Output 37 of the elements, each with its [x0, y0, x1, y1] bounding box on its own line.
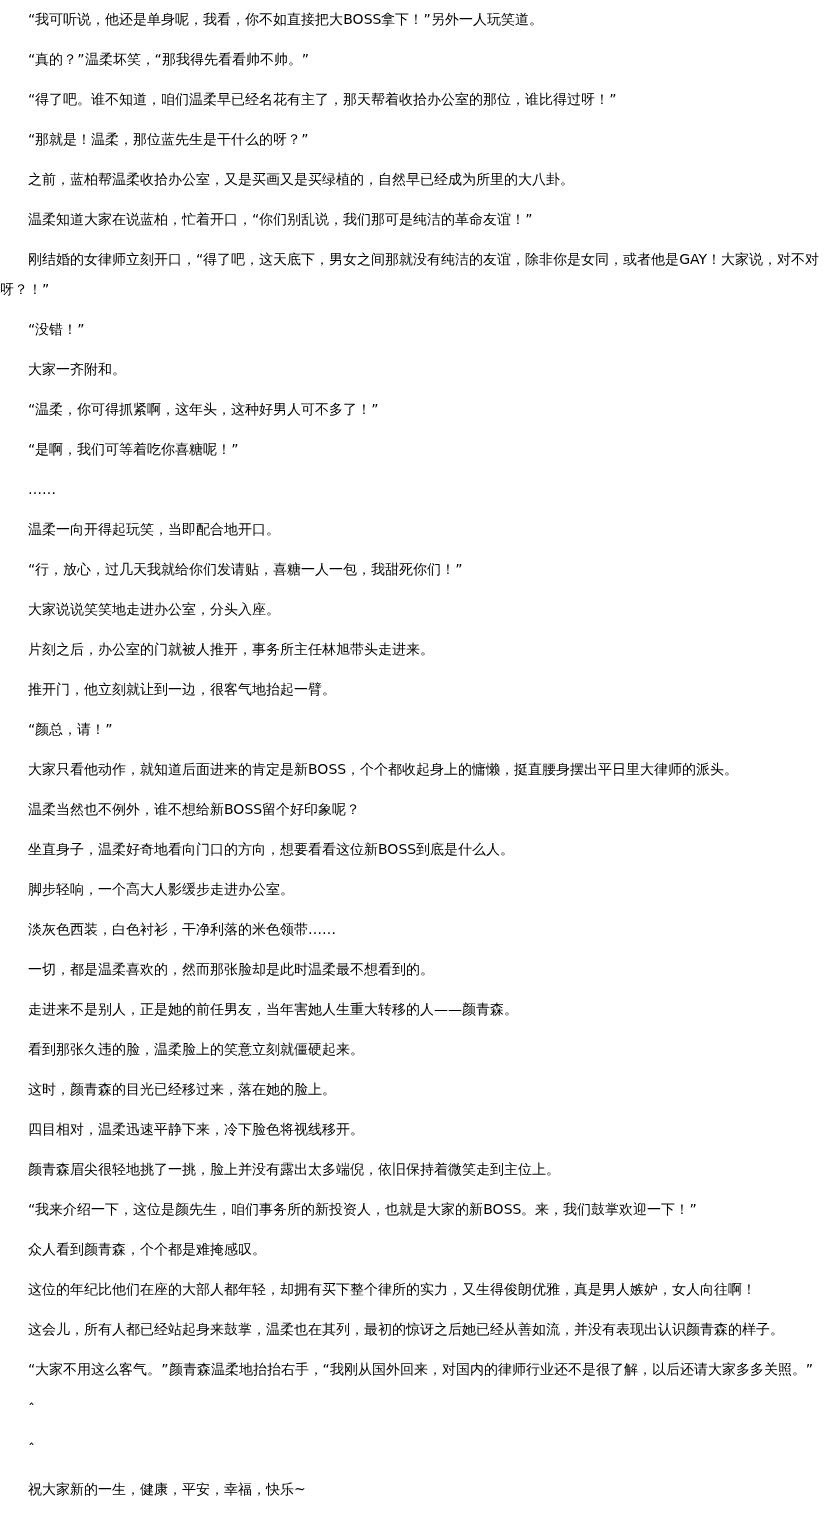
paragraph: 温柔一向开得起玩笑，当即配合地开口。	[27, 520, 281, 539]
paragraph: 脚步轻响，一个高大人影缓步走进办公室。	[27, 880, 295, 899]
paragraph: 这时，颜青森的目光已经移过来，落在她的脸上。	[27, 1080, 337, 1099]
paragraph: “我可听说，他还是单身呢，我看，你不如直接把大BOSS拿下！”另外一人玩笑道。	[27, 10, 544, 29]
paragraph: 走进来不是别人，正是她的前任男友，当年害她人生重大转移的人——颜青森。	[27, 1000, 519, 1019]
paragraph: “颜总，请！”	[27, 720, 114, 739]
paragraph: 一切，都是温柔喜欢的，然而那张脸却是此时温柔最不想看到的。	[27, 960, 435, 979]
paragraph: 众人看到颜青森，个个都是难掩感叹。	[27, 1240, 267, 1259]
paragraph: ……	[27, 480, 57, 499]
paragraph: 大家一齐附和。	[27, 360, 127, 379]
paragraph: 之前，蓝柏帮温柔收拾办公室，又是买画又是买绿植的，自然早已经成为所里的大八卦。	[27, 170, 575, 189]
paragraph: 淡灰色西装，白色衬衫，干净利落的米色领带……	[27, 920, 337, 939]
paragraph: ˆ	[27, 1400, 36, 1419]
paragraph: “真的？”温柔坏笑，“那我得先看看帅不帅。”	[27, 50, 310, 69]
paragraph: 祝大家新的一生，健康，平安，幸福，快乐~	[27, 1480, 307, 1499]
paragraph: ˆ	[27, 1440, 36, 1459]
paragraph: 四目相对，温柔迅速平静下来，冷下脸色将视线移开。	[27, 1120, 365, 1139]
paragraph: 大家只看他动作，就知道后面进来的肯定是新BOSS，个个都收起身上的慵懒，挺直腰身摆出平日里大律师的派头。	[27, 760, 740, 779]
paragraph: “是啊，我们可等着吃你喜糖呢！”	[27, 440, 240, 459]
paragraph: 温柔知道大家在说蓝柏，忙着开口，“你们别乱说，我们那可是纯洁的革命友谊！”	[27, 210, 534, 229]
paragraph: “得了吧。谁不知道，咱们温柔早已经名花有主了，那天帮着收拾办公室的那位，谁比得过呀！”	[27, 90, 618, 109]
paragraph: 颜青森眉尖很轻地挑了一挑，脸上并没有露出太多端倪，依旧保持着微笑走到主位上。	[27, 1160, 561, 1179]
paragraph: 温柔当然也不例外，谁不想给新BOSS留个好印象呢？	[27, 800, 362, 819]
paragraph: “那就是！温柔，那位蓝先生是干什么的呀？”	[27, 130, 310, 149]
paragraph: “大家不用这么客气。”颜青森温柔地抬抬右手，“我刚从国外回来，对国内的律师行业还不是很了解，以后还请大家多多关照。”	[27, 1360, 814, 1379]
paragraph: 看到那张久违的脸，温柔脸上的笑意立刻就僵硬起来。	[27, 1040, 365, 1059]
paragraph: “温柔，你可得抓紧啊，这年头，这种好男人可不多了！”	[27, 400, 380, 419]
paragraph: 刚结婚的女律师立刻开口，“得了吧，这天底下，男女之间那就没有纯洁的友谊，除非你是女同，或者他是GAY！大家说，对不对呀？！”	[0, 250, 821, 299]
paragraph: 大家说说笑笑地走进办公室，分头入座。	[27, 600, 281, 619]
paragraph: “我来介绍一下，这位是颜先生，咱们事务所的新投资人，也就是大家的新BOSS。来，我们鼓掌欢迎一下！”	[27, 1200, 698, 1219]
paragraph: 片刻之后，办公室的门就被人推开，事务所主任林旭带头走进来。	[27, 640, 435, 659]
paragraph: “行，放心，过几天我就给你们发请贴，喜糖一人一包，我甜死你们！”	[27, 560, 464, 579]
paragraph: 这位的年纪比他们在座的大部人都年轻，却拥有买下整个律所的实力，又生得俊朗优雅，真是男人嫉妒，女人向往啊！	[27, 1280, 757, 1299]
paragraph: 推开门，他立刻就让到一边，很客气地抬起一臂。	[27, 680, 337, 699]
paragraph: 坐直身子，温柔好奇地看向门口的方向，想要看看这位新BOSS到底是什么人。	[27, 840, 516, 859]
paragraph: “没错！”	[27, 320, 86, 339]
paragraph: 这会儿，所有人都已经站起身来鼓掌，温柔也在其列，最初的惊讶之后她已经从善如流，并没有表现出认识颜青森的样子。	[27, 1320, 785, 1339]
